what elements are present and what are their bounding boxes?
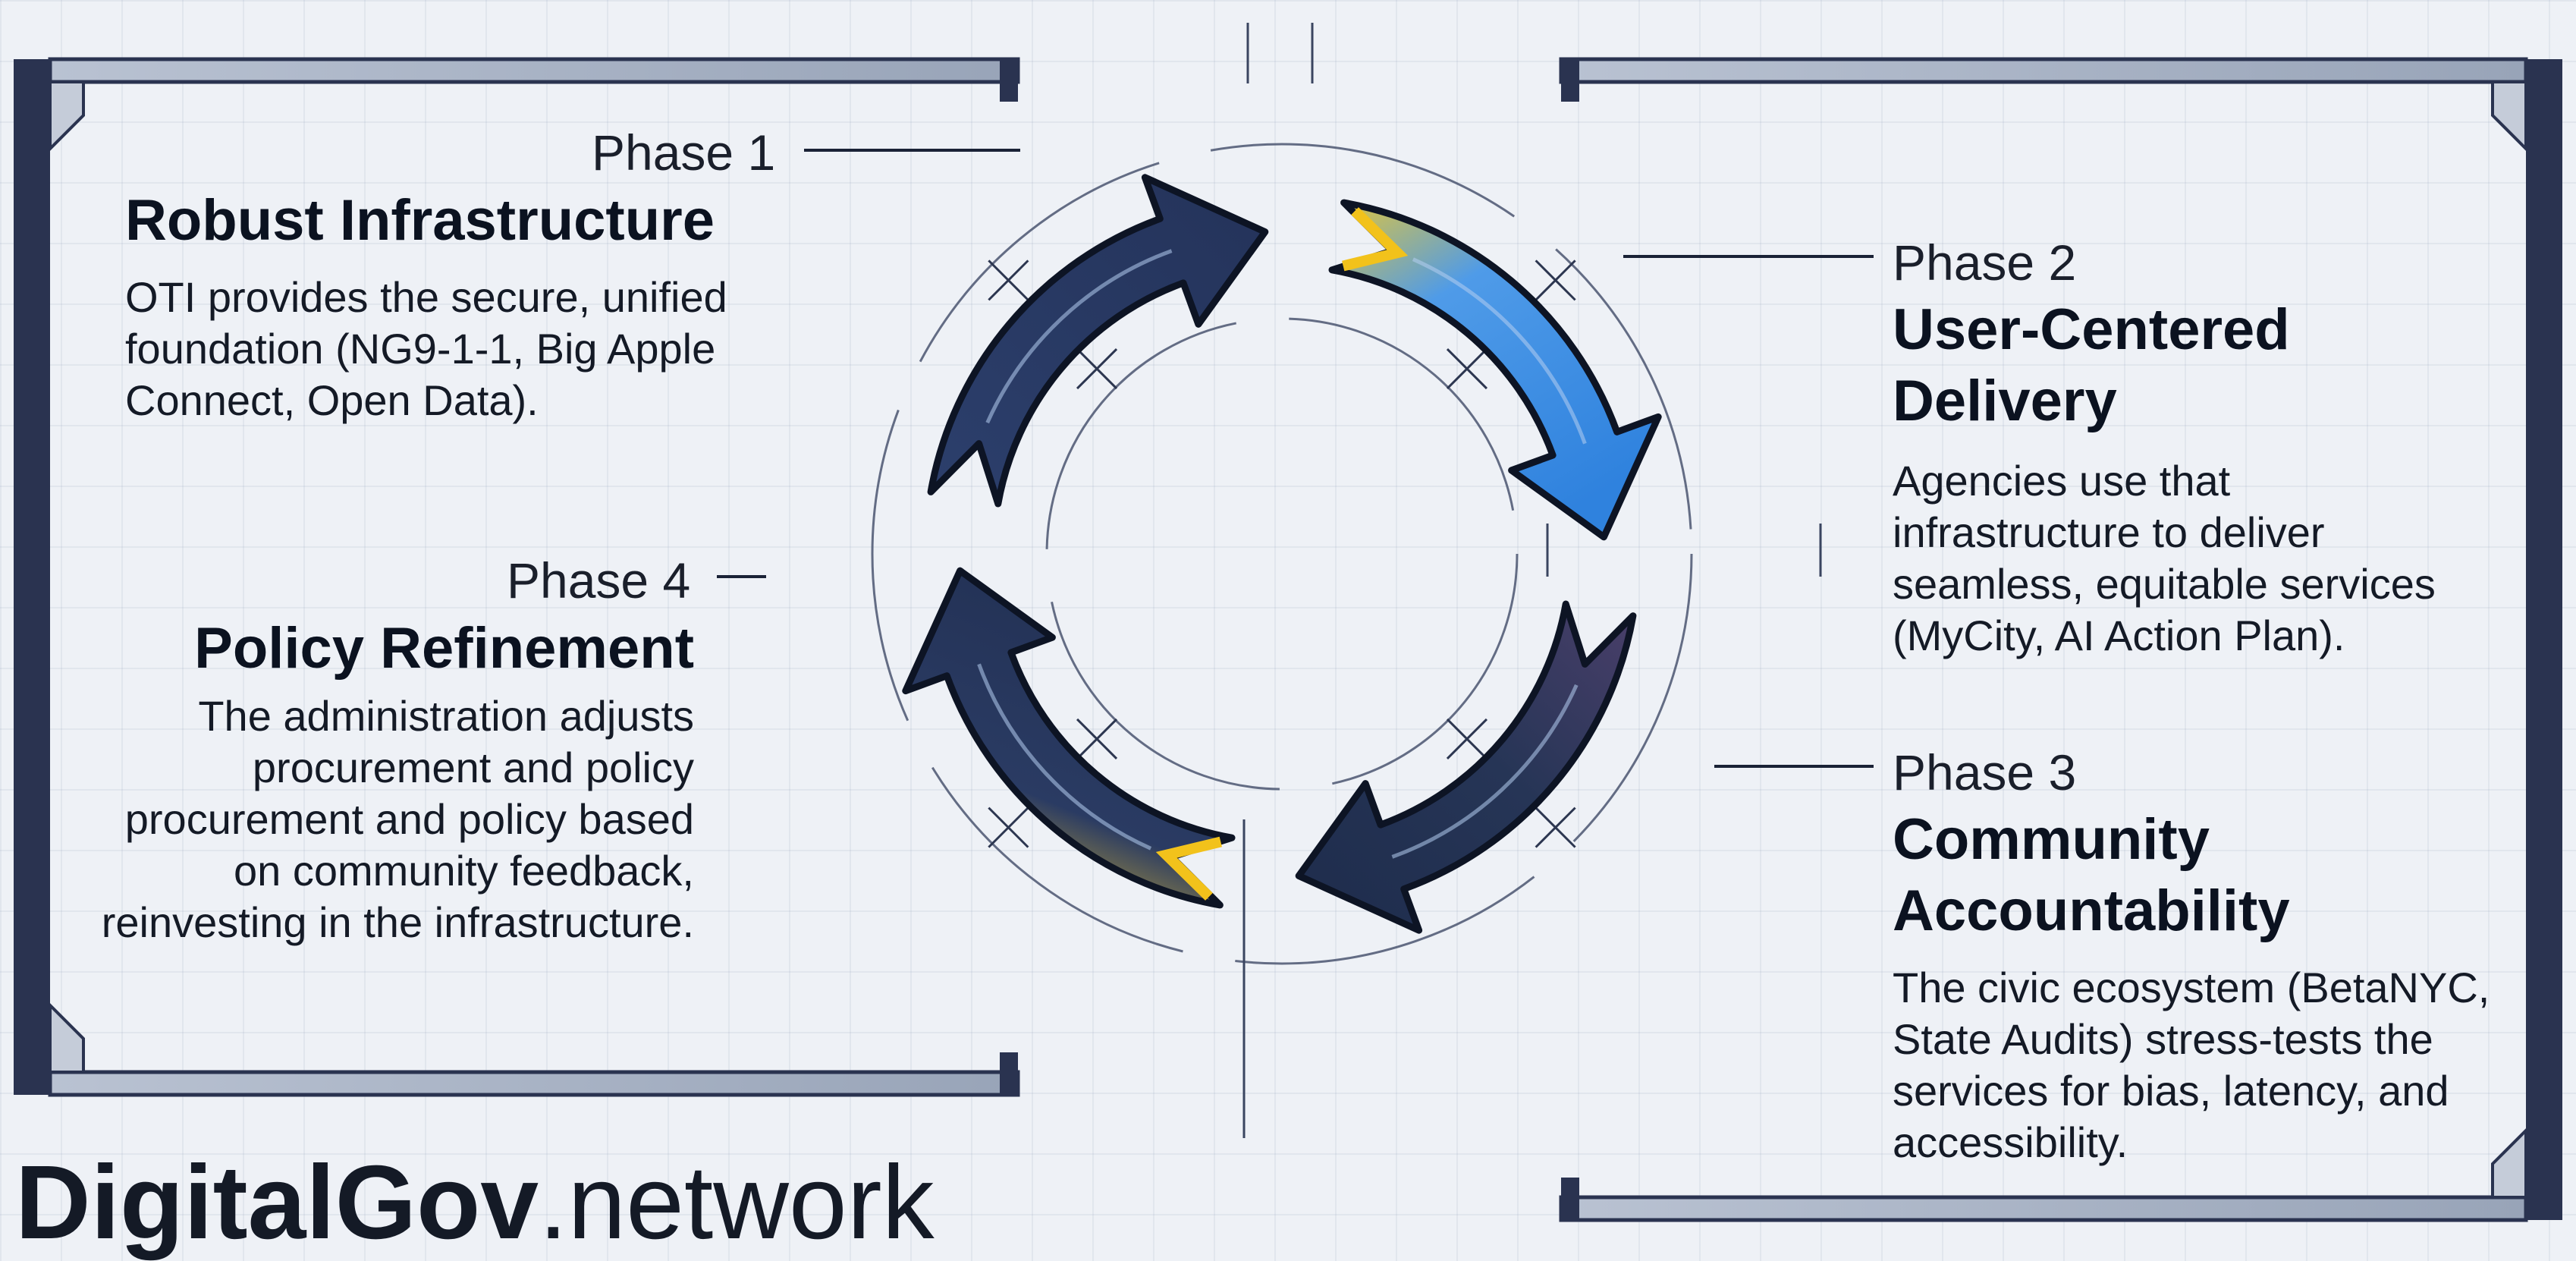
blueprint-x-mark [1076, 718, 1118, 760]
chevron-phase-4 [1155, 836, 1222, 901]
arrow-phase-4-highlight [977, 663, 1152, 851]
phase-3-description: The civic ecosystem (BetaNYC, State Audi… [1893, 964, 2490, 1166]
phase-3-label: Phase 3 [1893, 744, 2077, 800]
blueprint-x-mark [1446, 347, 1488, 390]
phase-4-description: The administration adjusts procurement a… [101, 692, 694, 946]
blueprint-x-mark [988, 807, 1029, 848]
arrow-phase-2-highlight [1412, 257, 1587, 445]
phase-3-title: Community Accountability [1893, 807, 2290, 943]
phase-4-title: Policy Refinement [194, 616, 694, 681]
blueprint-x-mark [1535, 259, 1576, 301]
blueprint-x-mark [1535, 807, 1576, 848]
arrow-phase-3-highlight [1391, 684, 1579, 859]
left-frame [14, 57, 1020, 1097]
guide-arc-inner [1045, 317, 1519, 791]
phase-4-label: Phase 4 [507, 552, 691, 608]
brand-rest: .network [539, 1144, 935, 1261]
phase-1-description: OTI provides the secure, unified foundat… [125, 273, 727, 424]
chevron-phase-2 [1342, 207, 1409, 272]
arrow-phase-3 [1295, 600, 1637, 934]
phase-1-label: Phase 1 [592, 124, 776, 181]
blueprint-x-mark [988, 259, 1029, 301]
arrow-phase-1 [927, 174, 1269, 508]
phase-2-label: Phase 2 [1893, 234, 2077, 291]
right-frame [1559, 57, 2562, 1222]
phase-2-description: Agencies use that infrastructure to deli… [1893, 457, 2436, 659]
arrow-phase-1-highlight [985, 249, 1173, 424]
arrow-phase-2 [1328, 199, 1662, 541]
brand-bold: DigitalGov [15, 1144, 539, 1261]
phase-2-title: User-Centered Delivery [1893, 297, 2290, 433]
brand-logo: DigitalGov.network [15, 1146, 935, 1259]
guide-arc-outer [871, 143, 1693, 965]
blueprint-x-mark [1446, 718, 1488, 760]
blueprint-x-mark [1076, 347, 1118, 390]
phase-1-title: Robust Infrastructure [125, 188, 715, 253]
arrow-phase-4 [902, 567, 1236, 909]
